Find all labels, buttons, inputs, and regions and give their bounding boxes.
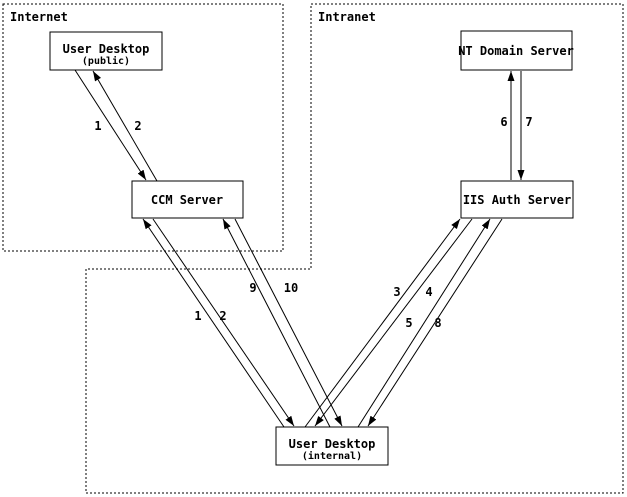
edge-internal-response-line — [152, 218, 295, 427]
node-ccm-server-title: CCM Server — [151, 193, 223, 207]
node-nt-domain-server: NT Domain Server — [458, 30, 574, 71]
edge-public-response-line — [92, 70, 158, 182]
node-user-desktop-internal-box — [275, 426, 389, 466]
node-ccm-server-box — [131, 180, 244, 219]
edge-label-public-1: 1 — [94, 119, 101, 133]
edge-label-step5: 5 — [405, 316, 412, 330]
edge-label-step7: 7 — [525, 115, 532, 129]
edge-label-step10: 10 — [284, 281, 298, 295]
edge-label-step9: 9 — [249, 281, 256, 295]
edge-step5-line — [357, 218, 491, 428]
edge-label-step4: 4 — [425, 285, 432, 299]
node-user-desktop-public: User Desktop (public) — [49, 31, 163, 71]
edge-label-internal-2: 2 — [219, 309, 226, 323]
node-iis-auth-server-title: IIS Auth Server — [463, 193, 571, 207]
edge-label-step3: 3 — [393, 285, 400, 299]
edge-step10-line — [234, 218, 343, 427]
edge-public-request-line — [74, 69, 147, 181]
region-intranet-border — [85, 3, 624, 494]
node-user-desktop-public-box — [49, 31, 163, 71]
node-user-desktop-public-title: User Desktop — [63, 42, 150, 56]
edge-step9-line — [222, 218, 331, 428]
edge-step3-line — [304, 218, 461, 428]
node-ccm-server: CCM Server — [131, 180, 244, 219]
region-internet-label: Internet — [10, 10, 68, 24]
node-user-desktop-internal: User Desktop (internal) — [275, 426, 389, 466]
edge-label-internal-1: 1 — [194, 309, 201, 323]
node-nt-domain-server-title: NT Domain Server — [458, 44, 574, 58]
node-iis-auth-server: IIS Auth Server — [460, 180, 574, 219]
edge-step8-line — [367, 218, 503, 427]
edge-label-public-2: 2 — [134, 119, 141, 133]
region-internet-border — [2, 3, 284, 252]
edge-label-step8: 8 — [434, 316, 441, 330]
node-nt-domain-server-box — [460, 30, 573, 71]
edge-step4-line — [314, 218, 473, 427]
edge-label-step6: 6 — [500, 115, 507, 129]
region-intranet-label: Intranet — [318, 10, 376, 24]
edge-internal-request-line — [142, 218, 285, 428]
node-user-desktop-internal-subtitle: (internal) — [302, 450, 362, 462]
node-iis-auth-server-box — [460, 180, 574, 219]
node-user-desktop-public-subtitle: (public) — [82, 55, 130, 67]
node-user-desktop-internal-title: User Desktop — [289, 437, 376, 451]
